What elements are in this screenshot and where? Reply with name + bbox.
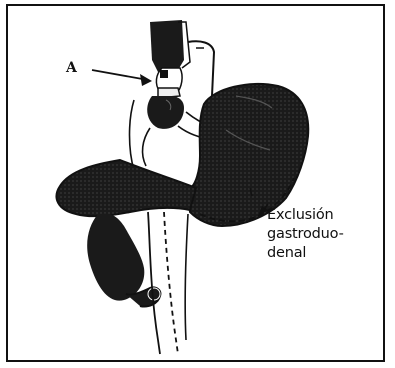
exclusion-caption: Exclusión gastroduo- denal <box>267 206 377 263</box>
gastric-pouch <box>147 68 184 129</box>
caption-line-2: gastroduo- <box>267 225 377 244</box>
excluded-stomach <box>188 84 308 226</box>
arrow-to-a <box>92 70 152 86</box>
roux-limb <box>148 212 188 354</box>
caption-line-3: denal <box>267 244 377 263</box>
caption-line-1: Exclusión <box>267 206 377 225</box>
intestinal-limb <box>57 160 196 307</box>
marker-a-label: A <box>66 60 77 76</box>
